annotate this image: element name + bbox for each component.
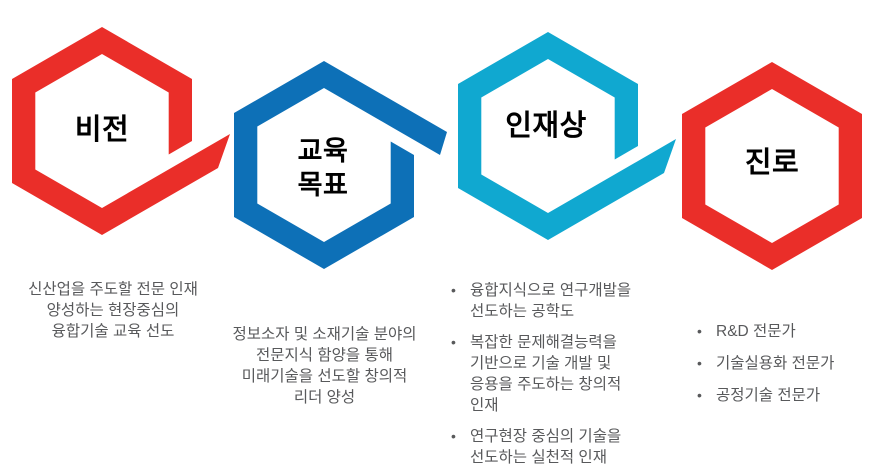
- list-item: 기술실용화 전문가: [692, 353, 862, 374]
- education-goals-description: 정보소자 및 소재기술 분야의 전문지식 함양을 통해 미래기술을 선도할 창의…: [232, 326, 417, 406]
- list-item: 복잡한 문제해결능력을 기반으로 기술 개발 및 응용을 주도하는 창의적 인재: [446, 332, 646, 416]
- career-label: 진로: [744, 147, 800, 179]
- list-item: 연구현장 중심의 기술을 선도하는 실천적 인재: [446, 426, 646, 468]
- list-item: 융합지식으로 연구개발을 선도하는 공학도: [446, 280, 646, 322]
- education-goals-label: 교육 목표: [297, 136, 349, 200]
- talent-profile-label: 인재상: [505, 110, 587, 142]
- vision-label: 비전: [74, 114, 130, 146]
- career-hexagon-shape: [682, 62, 862, 270]
- talent-profile-list: 융합지식으로 연구개발을 선도하는 공학도 복잡한 문제해결능력을 기반으로 기…: [446, 280, 646, 470]
- career-list: R&D 전문가 기술실용화 전문가 공정기술 전문가: [692, 321, 862, 417]
- list-item: R&D 전문가: [692, 321, 862, 342]
- talent-profile-hexagon-shape: [458, 32, 676, 240]
- list-item: 공정기술 전문가: [692, 385, 862, 406]
- vision-hexagon-shape: [12, 27, 230, 235]
- vision-description: 신산업을 주도할 전문 인재 양성하는 현장중심의 융합기술 교육 선도: [28, 281, 198, 340]
- education-goals-hexagon-shape: [234, 61, 447, 269]
